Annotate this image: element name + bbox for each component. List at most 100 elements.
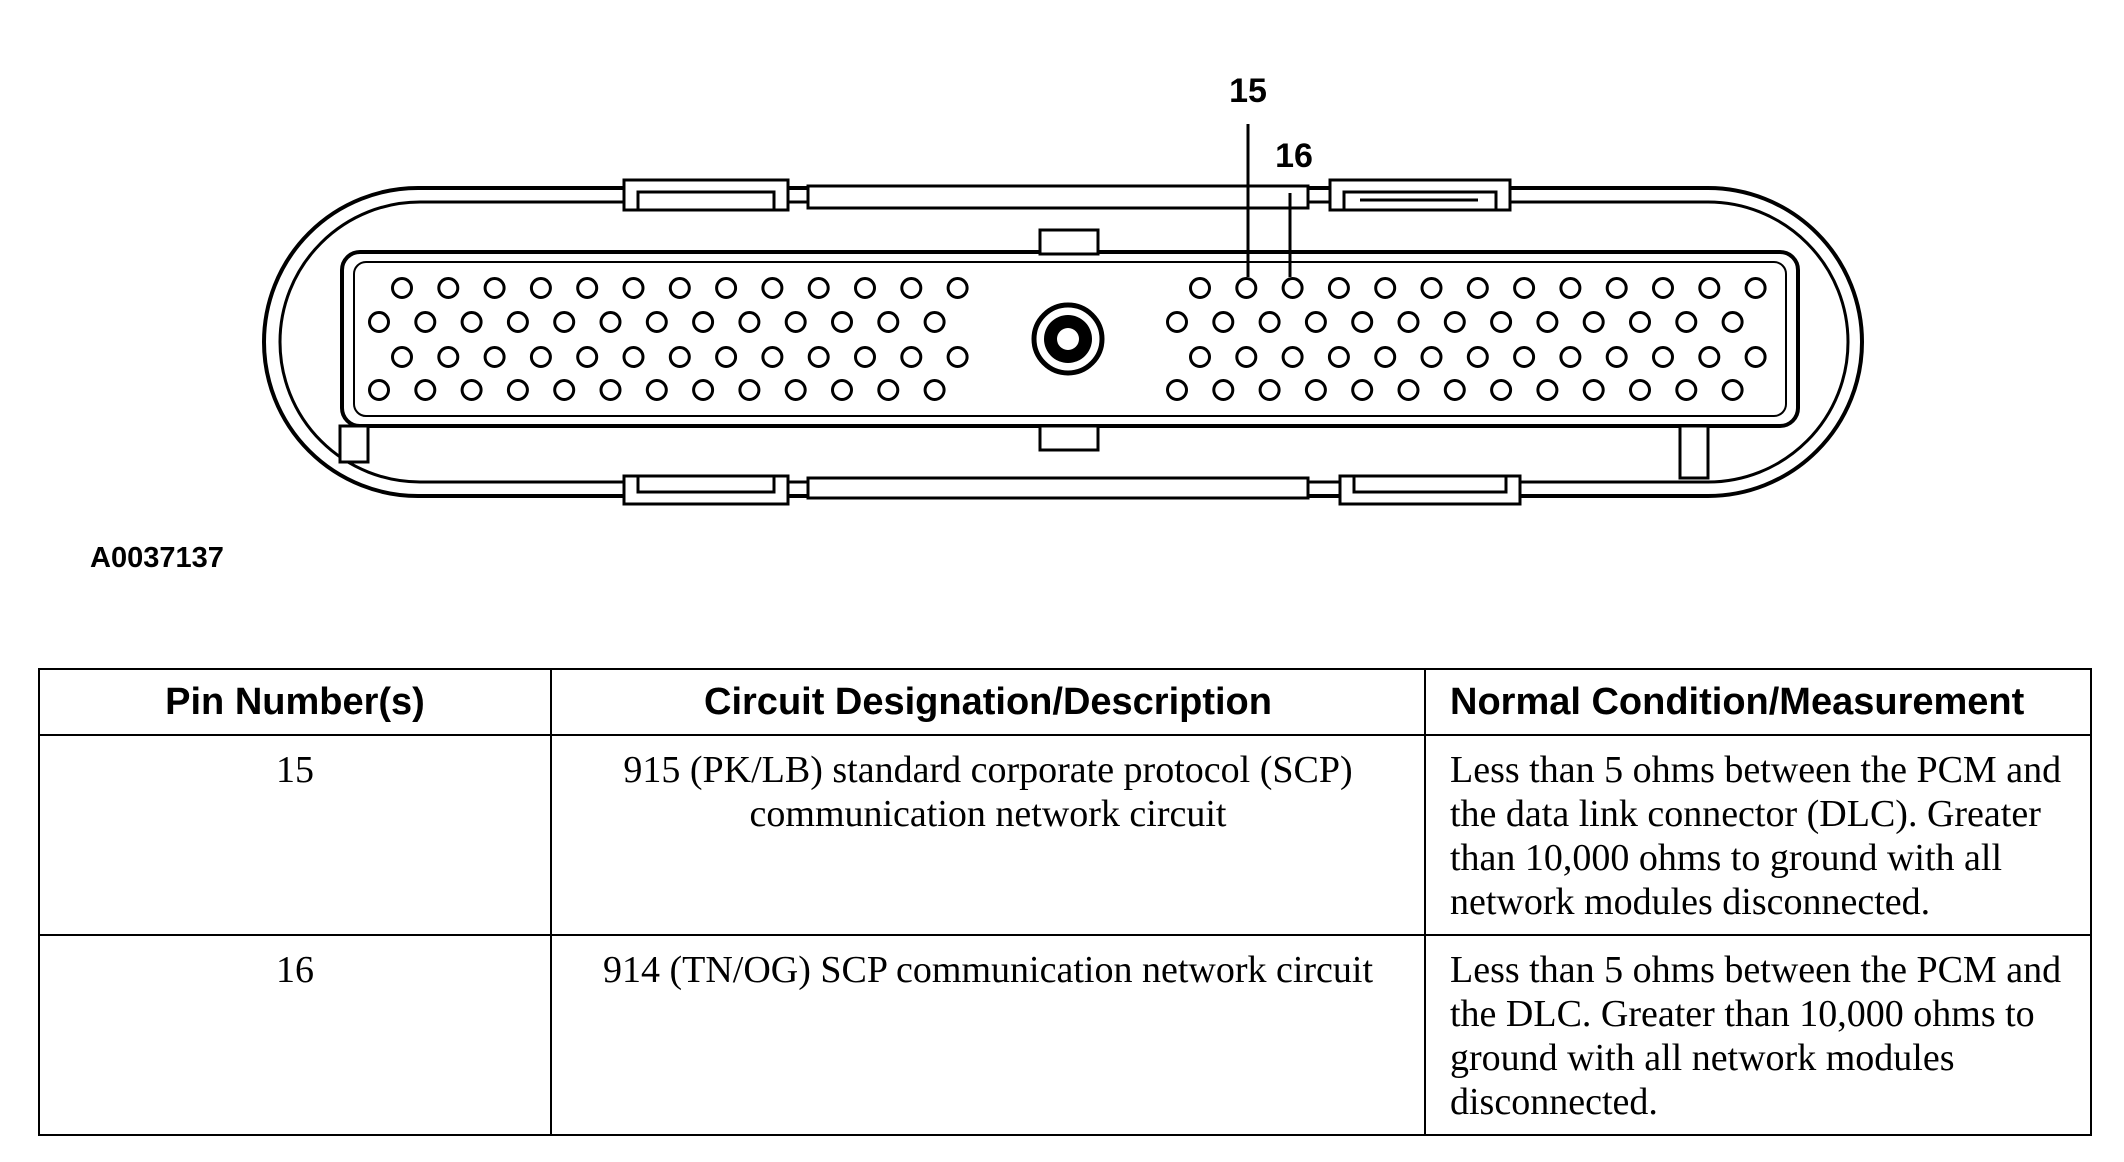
callout-label-pin-15: 15 <box>1229 72 1267 110</box>
pin-socket <box>715 277 738 299</box>
pin-socket <box>1304 311 1327 333</box>
pin-socket <box>1327 346 1350 368</box>
pin-socket <box>437 277 460 299</box>
pin-socket <box>946 346 969 368</box>
pin-socket <box>1559 346 1582 368</box>
pin-socket <box>946 277 969 299</box>
pin-socket <box>645 379 668 401</box>
pin-socket <box>1536 311 1559 333</box>
column-header-pin: Pin Number(s) <box>38 668 552 736</box>
table-row: 16 914 (TN/OG) SCP communication network… <box>38 934 2092 1136</box>
pin-socket <box>668 346 691 368</box>
pin-socket <box>1258 379 1281 401</box>
pin-socket <box>1420 277 1443 299</box>
pin-socket <box>1675 311 1698 333</box>
pin-socket <box>1652 277 1674 299</box>
pin-socket <box>784 311 807 333</box>
pin-socket <box>877 311 900 333</box>
pin-socket <box>483 277 506 299</box>
pin-socket <box>761 346 784 368</box>
pin-socket <box>414 311 437 333</box>
pin-socket <box>1281 277 1304 299</box>
pin-socket <box>1351 311 1374 333</box>
pin-socket <box>506 311 529 333</box>
pin-socket <box>668 277 691 299</box>
pin-socket <box>391 277 413 299</box>
pin-socket <box>599 311 622 333</box>
table-header-row: Pin Number(s) Circuit Designation/Descri… <box>38 668 2092 736</box>
pin-socket <box>1374 277 1397 299</box>
pin-socket <box>460 311 483 333</box>
pin-socket <box>1582 311 1605 333</box>
pin-socket <box>1744 277 1767 299</box>
pin-socket <box>923 379 946 401</box>
pin-socket <box>1189 346 1211 368</box>
pin-socket <box>1536 379 1559 401</box>
pin-socket <box>1420 346 1443 368</box>
pin-socket <box>460 379 483 401</box>
pin-socket <box>692 311 715 333</box>
circuit-cell: 915 (PK/LB) standard corporate protocol … <box>550 734 1426 936</box>
pin-socket <box>368 311 390 333</box>
pin-socket <box>622 346 645 368</box>
pin-socket <box>877 379 900 401</box>
pin-socket <box>1397 311 1420 333</box>
callout-leaders <box>1246 124 1292 277</box>
pin-socket <box>831 311 853 333</box>
pin-socket <box>1166 379 1188 401</box>
pin-cell: 15 <box>38 734 552 936</box>
pin-socket <box>1490 379 1513 401</box>
connector-diagram: 15 16 <box>262 72 1864 506</box>
pin-socket <box>368 379 390 401</box>
pin-socket <box>1281 346 1304 368</box>
pin-socket <box>1652 346 1674 368</box>
pin-socket <box>1744 346 1767 368</box>
pin-array <box>368 277 1767 401</box>
table-row: 15 915 (PK/LB) standard corporate protoc… <box>38 734 2092 936</box>
pin-socket <box>1698 346 1721 368</box>
pin-socket <box>1351 379 1374 401</box>
pin-socket <box>622 277 645 299</box>
pin-socket <box>1490 311 1513 333</box>
pin-socket <box>738 311 761 333</box>
pin-socket <box>900 277 923 299</box>
pin-socket <box>1189 277 1211 299</box>
pin-socket <box>1466 346 1489 368</box>
pin-socket <box>414 379 437 401</box>
pin-socket <box>923 311 946 333</box>
pin-socket <box>1235 277 1258 299</box>
pin-socket <box>553 379 576 401</box>
pin-socket <box>576 277 599 299</box>
pin-socket <box>553 311 576 333</box>
pin-socket <box>1212 311 1235 333</box>
condition-cell: Less than 5 ohms between the PCM and the… <box>1424 934 2092 1136</box>
latch-tabs <box>338 178 1710 506</box>
pin-socket <box>761 277 784 299</box>
pin-socket <box>854 277 876 299</box>
pin-socket <box>1513 277 1536 299</box>
pin-socket <box>1721 311 1744 333</box>
pin-socket <box>1258 311 1281 333</box>
pin-socket <box>1721 379 1744 401</box>
pin-socket <box>692 379 715 401</box>
pin-socket <box>1675 379 1698 401</box>
pin-socket <box>738 379 761 401</box>
pin-socket <box>1397 379 1420 401</box>
pin-socket <box>645 311 668 333</box>
pin-socket <box>1443 379 1466 401</box>
pin-socket <box>483 346 506 368</box>
pin-socket <box>1212 379 1235 401</box>
pin-socket <box>807 277 830 299</box>
pin-socket <box>529 346 552 368</box>
pin-socket <box>900 346 923 368</box>
pin-socket <box>1629 379 1651 401</box>
pin-socket <box>1374 346 1397 368</box>
pin-table: Pin Number(s) Circuit Designation/Descri… <box>38 668 2092 1136</box>
condition-cell: Less than 5 ohms between the PCM and the… <box>1424 734 2092 936</box>
pin-socket <box>576 346 599 368</box>
column-header-circuit: Circuit Designation/Description <box>550 668 1426 736</box>
column-header-condition: Normal Condition/Measurement <box>1424 668 2092 736</box>
circuit-cell: 914 (TN/OG) SCP communication network ci… <box>550 934 1426 1136</box>
figure-id: A0037137 <box>90 542 224 574</box>
pin-socket <box>437 346 460 368</box>
